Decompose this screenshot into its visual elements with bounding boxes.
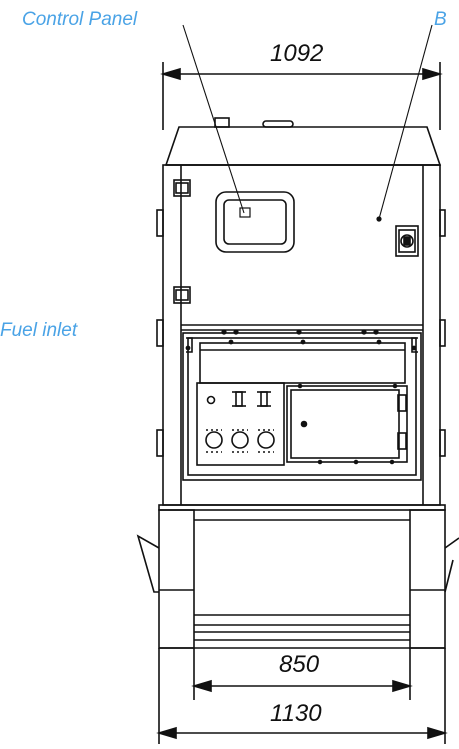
callout-control-panel: Control Panel [22, 9, 138, 30]
lower-opening [182, 329, 422, 481]
leader-right [378, 24, 433, 220]
right-lock [376, 216, 419, 257]
enclosure-body [156, 164, 446, 506]
dimension-850: 850 [279, 651, 320, 678]
control-box [196, 382, 285, 466]
control-panel-window [215, 191, 295, 253]
base-skid [136, 504, 459, 649]
callout-right-partial: B [434, 9, 447, 30]
dim-line-1092 [160, 62, 443, 130]
access-door [286, 383, 408, 465]
dim-line-1130 [156, 648, 448, 744]
dimension-1092: 1092 [270, 40, 324, 67]
callout-fuel-inlet: Fuel inlet [0, 320, 78, 341]
leader-control-panel [182, 24, 245, 214]
leader-lines [182, 24, 433, 220]
dimension-1130: 1130 [270, 700, 322, 727]
dim-line-850 [191, 648, 413, 700]
roof [164, 117, 442, 166]
